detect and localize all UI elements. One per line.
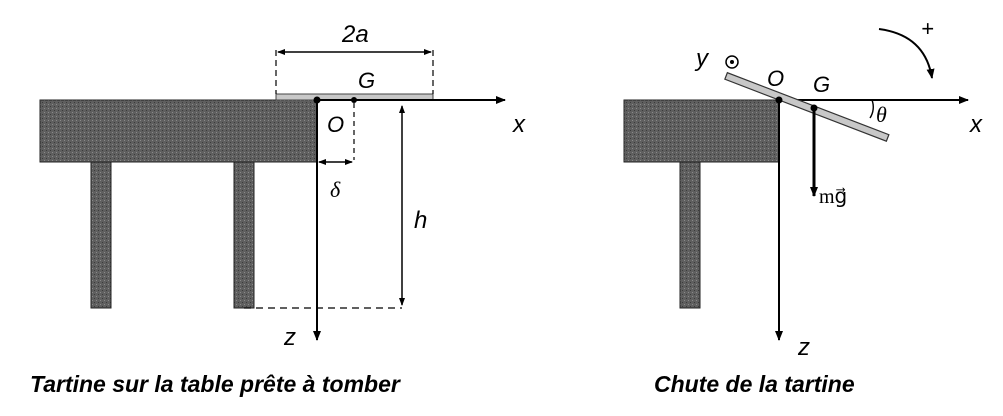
right-origin-point (775, 96, 783, 104)
right-theta-arc (869, 99, 874, 119)
left-label-g: G (358, 68, 375, 93)
left-label-h: h (414, 207, 427, 234)
right-label-theta: θ (876, 102, 887, 127)
right-caption: Chute de la tartine (654, 371, 855, 397)
right-label-z: z (797, 334, 810, 361)
right-table-top (623, 99, 780, 163)
left-label-delta: δ (330, 177, 341, 202)
right-label-y: y (694, 45, 710, 72)
right-label-g: G (813, 72, 830, 97)
right-toast (724, 71, 890, 142)
right-label-mg: mg⃗ (819, 186, 847, 208)
right-label-o: O (767, 66, 784, 91)
right-rotation-arrow (878, 28, 935, 79)
left-table-leg-1 (90, 161, 112, 309)
left-diagram: 2a G O x z h δ Tartine sur la table prêt… (30, 21, 526, 397)
left-label-x: x (512, 111, 526, 138)
right-label-x: x (969, 111, 983, 138)
right-g-point (810, 104, 818, 112)
left-label-2a: 2a (341, 21, 369, 48)
right-table-leg (679, 161, 701, 309)
right-label-plus: + (921, 16, 934, 41)
left-caption: Tartine sur la table prête à tomber (30, 371, 401, 397)
left-origin-point (313, 96, 321, 104)
left-table-top (39, 99, 318, 163)
right-y-out-of-plane-icon (725, 55, 739, 69)
left-table-leg-2 (233, 161, 255, 309)
left-g-point (351, 97, 357, 103)
left-label-z: z (283, 324, 296, 351)
right-diagram: y O G θ x z + mg⃗ Chute de la tartine (623, 16, 983, 397)
left-label-o: O (327, 112, 344, 137)
